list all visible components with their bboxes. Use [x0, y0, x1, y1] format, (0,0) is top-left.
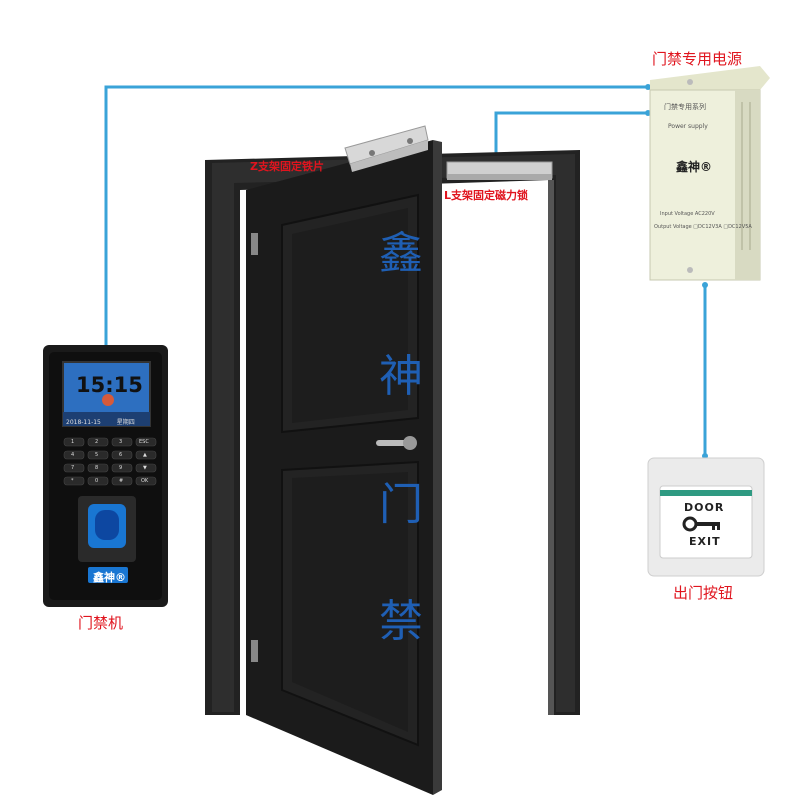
exit-button-label: 出门按钮: [673, 584, 734, 602]
key-label: 0: [95, 478, 99, 484]
key-label: 8: [95, 465, 99, 471]
key-label: ▼: [143, 465, 147, 471]
key-label: 3: [119, 439, 123, 445]
door-text-1: 鑫: [379, 228, 423, 279]
key-label: 7: [71, 465, 75, 471]
power-box-title: 门禁专用系列: [664, 103, 706, 111]
controller-brand: 鑫神®: [93, 571, 126, 584]
key-label: *: [71, 478, 74, 484]
exit-panel-exit-text: EXIT: [689, 535, 721, 548]
power-box-brand: 鑫神®: [676, 160, 713, 174]
access-controller-device: [43, 345, 168, 607]
exit-button-device: [647, 457, 765, 577]
wire-lock-to-power: [494, 111, 648, 160]
controller-date-value: 2018-11-15: [66, 419, 101, 426]
door-frame: [205, 150, 580, 715]
key-label: 9: [119, 465, 123, 471]
controller-date: 2018-11-15 星期四: [66, 417, 135, 426]
door-leaf: [246, 140, 442, 795]
door-text-4: 禁: [379, 596, 423, 647]
key-label: #: [119, 478, 124, 484]
controller-label: 门禁机: [78, 614, 124, 632]
key-label: 6: [119, 452, 123, 458]
power-supply-box: [649, 66, 770, 281]
z-bracket-label: Z支架固定铁片: [250, 160, 324, 173]
exit-panel-door-text: DOOR: [684, 501, 725, 514]
wires: [104, 85, 707, 458]
l-bracket-label: L支架固定磁力锁: [444, 189, 529, 202]
power-box-subtitle: Power supply: [668, 123, 708, 130]
key-label: OK: [141, 478, 149, 484]
door-text-2: 神: [379, 351, 423, 402]
key-label: 2: [95, 439, 99, 445]
door-text-3: 门: [379, 479, 423, 530]
door-hinge-top: [251, 233, 258, 255]
controller-weekday: 星期四: [116, 419, 135, 426]
key-label: 4: [71, 452, 75, 458]
power-box-input-voltage: Input Voltage AC220V: [660, 211, 715, 217]
key-label: 5: [95, 452, 99, 458]
door-hinge-bottom: [251, 640, 258, 662]
power-box-output-voltage: Output Voltage □DC12V3A □DC12V5A: [654, 224, 752, 230]
key-label: ESC: [139, 439, 149, 445]
controller-keypad: [63, 437, 157, 486]
key-label: ▲: [143, 452, 147, 458]
magnetic-lock: [446, 161, 553, 180]
wire-controller-to-power: [104, 85, 648, 345]
power-supply-label: 门禁专用电源: [652, 50, 743, 68]
door-handle: [376, 436, 417, 450]
controller-brand-badge: [88, 567, 128, 583]
z-bracket: [344, 125, 429, 172]
key-label: 1: [71, 439, 75, 445]
controller-clock: 15:15: [76, 373, 143, 397]
key-icon: [682, 516, 720, 532]
